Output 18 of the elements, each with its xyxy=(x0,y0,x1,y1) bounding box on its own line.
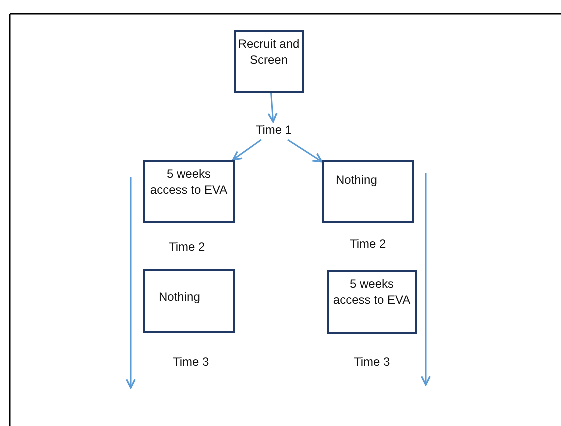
arrow xyxy=(268,92,278,123)
time-label: Time 3 xyxy=(173,355,210,369)
process-box xyxy=(234,30,304,93)
box-text: Nothing xyxy=(159,289,202,305)
time-label: Time 3 xyxy=(354,355,390,369)
process-box xyxy=(143,269,235,333)
box-text: Recruit and Screen xyxy=(238,36,300,68)
process-box xyxy=(322,160,414,223)
process-box xyxy=(143,160,235,223)
time-label: Time 2 xyxy=(350,237,386,251)
box-text: 5 weeks access to EVA xyxy=(149,166,229,198)
box-text: Nothing xyxy=(336,172,378,188)
time-label: Time 1 xyxy=(252,122,296,140)
arrow xyxy=(288,139,323,163)
box-text: 5 weeks access to EVA xyxy=(332,276,412,308)
arrow xyxy=(232,139,262,161)
time-label: Time 2 xyxy=(169,240,206,254)
process-box xyxy=(327,270,417,334)
